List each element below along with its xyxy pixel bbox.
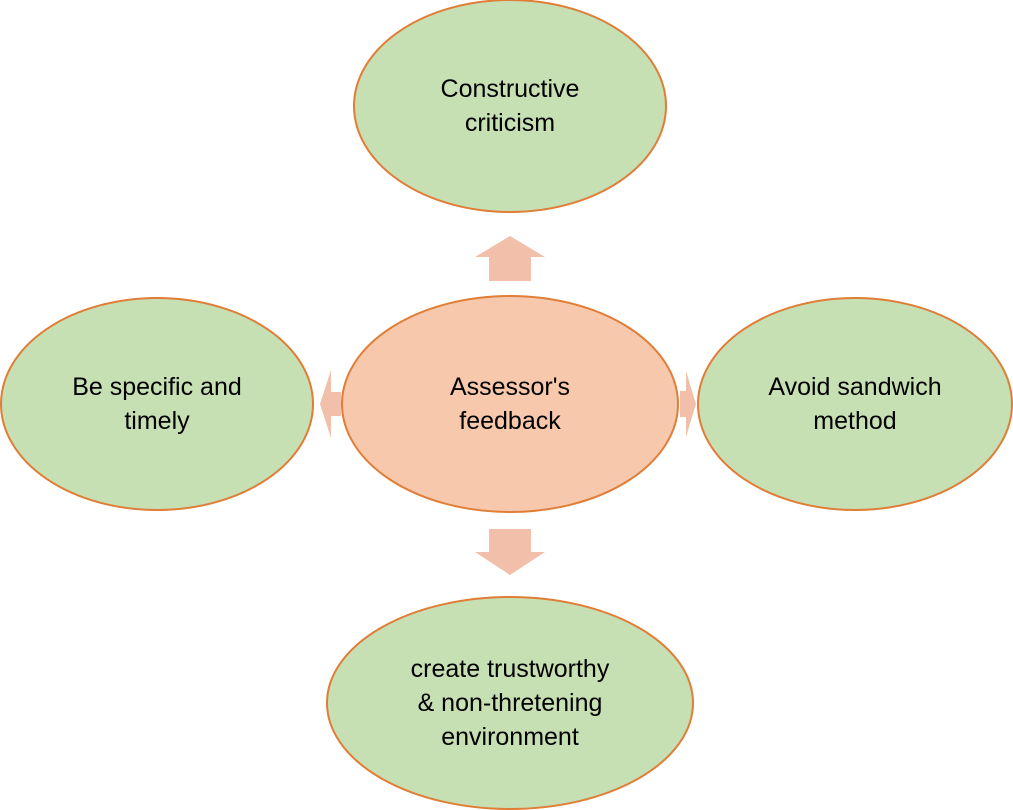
node-right-label: Avoid sandwich method	[768, 373, 942, 435]
arrow-down	[475, 529, 545, 575]
node-bottom	[326, 596, 694, 810]
node-right	[697, 297, 1013, 511]
node-center-label: Assessor's feedback	[449, 373, 571, 435]
node-top	[353, 0, 667, 213]
node-left-label: Be specific and timely	[72, 373, 242, 435]
node-top-label: Constructive criticism	[440, 75, 580, 137]
arrow-up	[475, 236, 545, 281]
arrow-right	[680, 371, 696, 437]
node-bottom-label: create trustworthy & non-thretening envi…	[410, 655, 610, 751]
node-center	[341, 295, 679, 513]
node-left	[0, 297, 314, 511]
arrow-left	[320, 370, 341, 438]
